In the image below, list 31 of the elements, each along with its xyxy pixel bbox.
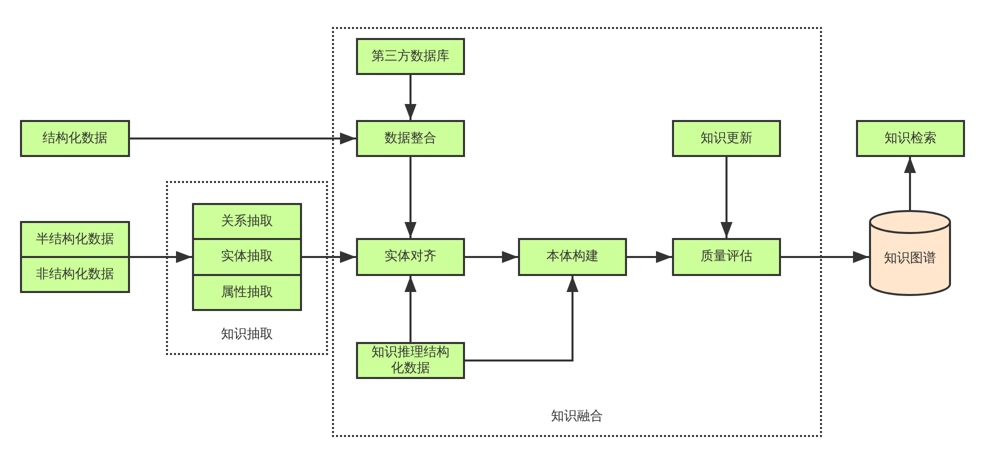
process-box: 实体对齐	[356, 238, 465, 276]
arrow	[720, 157, 732, 238]
group-label: 知识融合	[550, 408, 604, 425]
dotted-group-frame	[332, 27, 822, 437]
node-label: 知识图谱	[883, 250, 937, 267]
arrow	[465, 276, 578, 362]
process-box: 非结构化数据	[20, 256, 130, 293]
process-box: 本体构建	[518, 238, 627, 276]
process-box: 半结构化数据	[20, 221, 130, 258]
process-box: 质量评估	[672, 238, 781, 276]
arrow	[130, 132, 356, 144]
process-box: 数据整合	[356, 120, 465, 157]
dotted-group-frame	[166, 181, 328, 355]
process-box: 关系抽取	[192, 203, 302, 240]
process-box: 属性抽取	[192, 274, 302, 311]
arrow	[404, 276, 416, 342]
process-box: 知识推理结构化数据	[356, 342, 465, 379]
arrow	[130, 251, 192, 263]
process-box: 实体抽取	[192, 238, 302, 276]
arrow	[404, 75, 416, 120]
group-label: 知识抽取	[220, 326, 274, 343]
arrow	[302, 251, 356, 263]
process-box: 知识更新	[672, 120, 781, 157]
arrow	[404, 157, 416, 238]
arrow	[627, 251, 672, 263]
arrow	[465, 251, 518, 263]
process-box: 结构化数据	[20, 120, 130, 157]
arrow	[781, 251, 869, 263]
arrow	[904, 157, 916, 210]
process-box: 知识检索	[856, 120, 965, 157]
process-box: 第三方数据库	[356, 38, 465, 75]
